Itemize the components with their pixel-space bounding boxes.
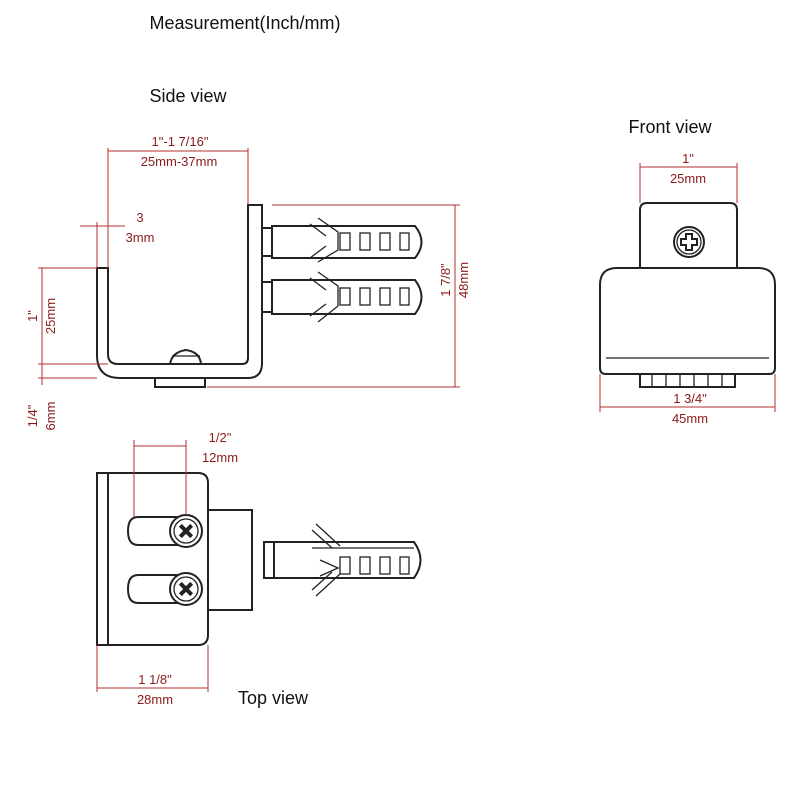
side-anchor-lower [261,271,423,323]
front-bracket [599,202,776,388]
top-width-mm: 28mm [137,692,173,707]
side-view: Side view [25,86,471,430]
side-base-inch: 1/4" [25,404,40,427]
front-bottom-inch: 1 3/4" [673,391,707,406]
side-thickness-mm: 3mm [126,230,155,245]
side-bracket [96,204,263,388]
top-bracket [96,472,253,646]
side-width-inch: 1"-1 7/16" [152,134,209,149]
top-slot-inch: 1/2" [209,430,232,445]
top-view: Top view [96,430,422,708]
front-view-label: Front view [628,117,712,137]
side-height-mm: 25mm [43,298,58,334]
front-top-inch: 1" [682,151,694,166]
top-anchor [263,523,422,597]
side-height-inch: 1" [25,310,40,322]
front-dimension-lines [599,163,776,412]
front-screw [673,226,705,258]
side-view-label: Side view [149,86,227,106]
drawing-title: Measurement(Inch/mm) [149,13,340,33]
front-top-mm: 25mm [670,171,706,186]
top-screw-upper [169,514,203,548]
side-base-mm: 6mm [43,402,58,431]
side-width-mm: 25mm-37mm [141,154,218,169]
top-width-inch: 1 1/8" [138,672,172,687]
side-thickness-inch: 3 [136,210,143,225]
top-dimension-lines [96,440,209,692]
side-total-mm: 48mm [456,262,471,298]
side-total-inch: 1 7/8" [438,263,453,297]
top-screw-lower [169,572,203,606]
front-bottom-mm: 45mm [672,411,708,426]
front-view: Front view 1" 25mm [599,117,776,426]
top-view-label: Top view [238,688,309,708]
top-slot-mm: 12mm [202,450,238,465]
side-dimension-lines [38,148,460,388]
side-anchor-upper [261,217,423,263]
